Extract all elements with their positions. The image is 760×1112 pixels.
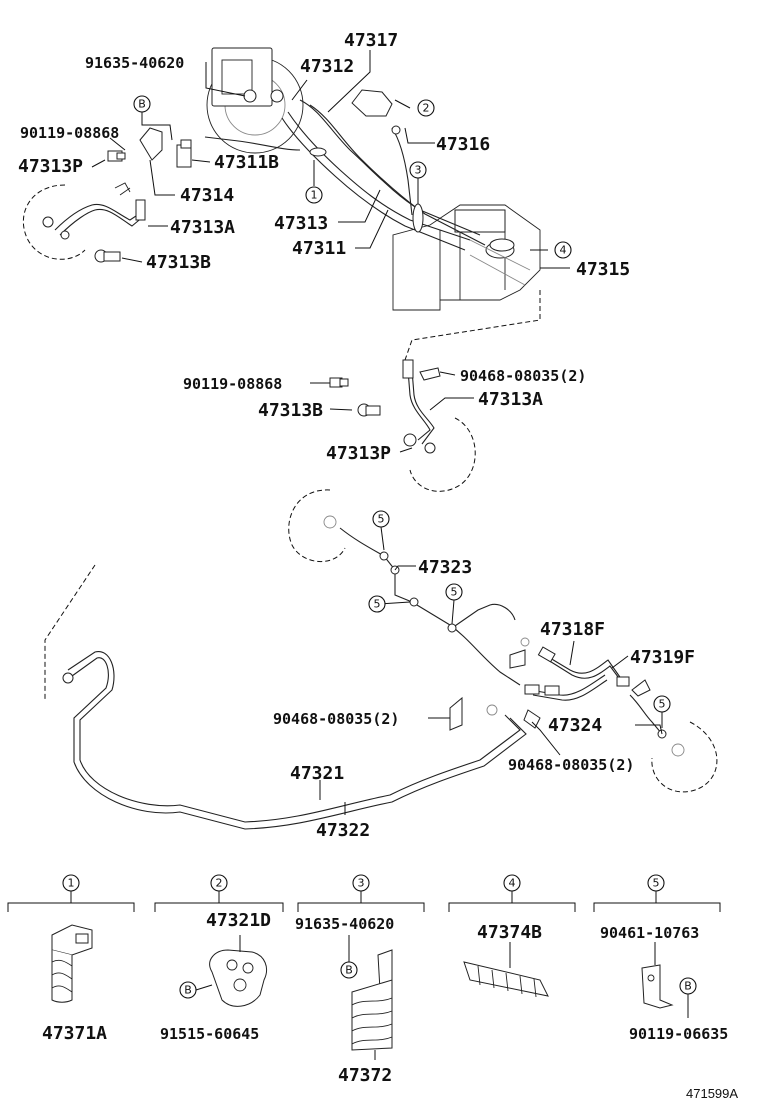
rear-tube-47323	[379, 551, 521, 686]
svg-text:5: 5	[451, 586, 458, 599]
detail-brackets	[7, 891, 721, 912]
label-47315: 47315	[576, 259, 630, 280]
callout-5-d: 5	[653, 695, 671, 713]
label-47317: 47317	[344, 30, 398, 51]
callout-2-top: 2	[417, 99, 435, 117]
label-91635-detail: 91635-40620	[295, 915, 394, 933]
label-91515: 91515-60645	[160, 1025, 259, 1043]
svg-text:5: 5	[653, 877, 660, 890]
svg-text:3: 3	[358, 877, 365, 890]
label-47313b-top: 47313B	[146, 252, 211, 273]
callout-b-top: B	[133, 95, 151, 113]
hoses-47318f-47319f	[509, 637, 651, 701]
label-91635-top: 91635-40620	[85, 54, 184, 72]
detail-callout-3: 3	[352, 874, 370, 892]
svg-text:4: 4	[509, 877, 516, 890]
label-47371a: 47371A	[42, 1023, 107, 1044]
callout-1-top: 1	[305, 186, 323, 204]
clamp-47311b	[176, 139, 192, 168]
callout-3-top: 3	[409, 161, 427, 179]
diagram-code: 471599A	[686, 1086, 738, 1101]
label-47313a-mid: 47313A	[478, 389, 543, 410]
svg-text:3: 3	[415, 164, 422, 177]
label-90119-mid: 90119-08868	[183, 375, 282, 393]
master-cylinder-assembly	[206, 47, 304, 154]
ring-markers	[309, 147, 515, 252]
detail-callout-2: 2	[210, 874, 228, 892]
label-47318f: 47318F	[540, 619, 605, 640]
label-47313p-mid: 47313P	[326, 443, 391, 464]
bracket-90461: B	[641, 942, 697, 1018]
svg-text:5: 5	[378, 513, 385, 526]
label-47321d: 47321D	[206, 910, 271, 931]
clip-47321d: B	[179, 935, 267, 1007]
bracket-47314	[114, 127, 163, 196]
front-brake-tubes	[204, 99, 486, 251]
clamp-47371a	[51, 924, 93, 1003]
leader-lines	[91, 50, 663, 815]
label-47324: 47324	[548, 715, 602, 736]
bolt-90119-top	[107, 150, 126, 162]
clamp-47374b	[463, 942, 549, 998]
svg-text:5: 5	[374, 598, 381, 611]
long-rear-tubes-47321-47322	[44, 564, 541, 830]
label-47313b-mid: 47313B	[258, 400, 323, 421]
svg-text:1: 1	[68, 877, 75, 890]
label-90461: 90461-10763	[600, 924, 699, 942]
label-47319f: 47319F	[630, 647, 695, 668]
label-47311: 47311	[292, 238, 346, 259]
svg-text:4: 4	[560, 244, 567, 257]
cap-47316	[351, 89, 401, 135]
svg-text:5: 5	[659, 698, 666, 711]
label-90119-top: 90119-08868	[20, 124, 119, 142]
bolt-47313b-top	[94, 249, 121, 263]
rear-left-wheel	[288, 489, 413, 603]
svg-text:B: B	[345, 964, 353, 977]
detail-callout-4: 4	[503, 874, 521, 892]
label-90468-mid: 90468-08035(2)	[460, 367, 586, 385]
label-47323: 47323	[418, 557, 472, 578]
label-47313p-top: 47313P	[18, 156, 83, 177]
label-90468-right: 90468-08035(2)	[508, 756, 634, 774]
label-47311b: 47311B	[214, 152, 279, 173]
front-left-wheel	[22, 184, 146, 260]
label-47316: 47316	[436, 134, 490, 155]
svg-text:B: B	[184, 984, 192, 997]
svg-text:2: 2	[423, 102, 430, 115]
label-47313: 47313	[274, 213, 328, 234]
clamp-47372: B	[340, 935, 393, 1060]
label-90119-detail: 90119-06635	[629, 1025, 728, 1043]
callout-4-top: 4	[554, 241, 572, 259]
label-47322: 47322	[316, 820, 370, 841]
label-47312: 47312	[300, 56, 354, 77]
detail-callout-5: 5	[647, 874, 665, 892]
label-90468-left: 90468-08035(2)	[273, 710, 399, 728]
label-47314: 47314	[180, 185, 234, 206]
svg-text:2: 2	[216, 877, 223, 890]
label-47321: 47321	[290, 763, 344, 784]
label-47313a-top: 47313A	[170, 217, 235, 238]
label-47372: 47372	[338, 1065, 392, 1086]
rear-right-wheel	[629, 694, 718, 793]
svg-text:B: B	[684, 980, 692, 993]
callout-5-a: 5	[372, 510, 390, 528]
callout-5-c: 5	[445, 583, 463, 601]
svg-text:B: B	[138, 98, 146, 111]
callout-5-b: 5	[368, 595, 386, 613]
label-47374b: 47374B	[477, 922, 542, 943]
svg-text:1: 1	[311, 189, 318, 202]
detail-callout-1: 1	[62, 874, 80, 892]
front-right-wheel	[329, 290, 541, 492]
